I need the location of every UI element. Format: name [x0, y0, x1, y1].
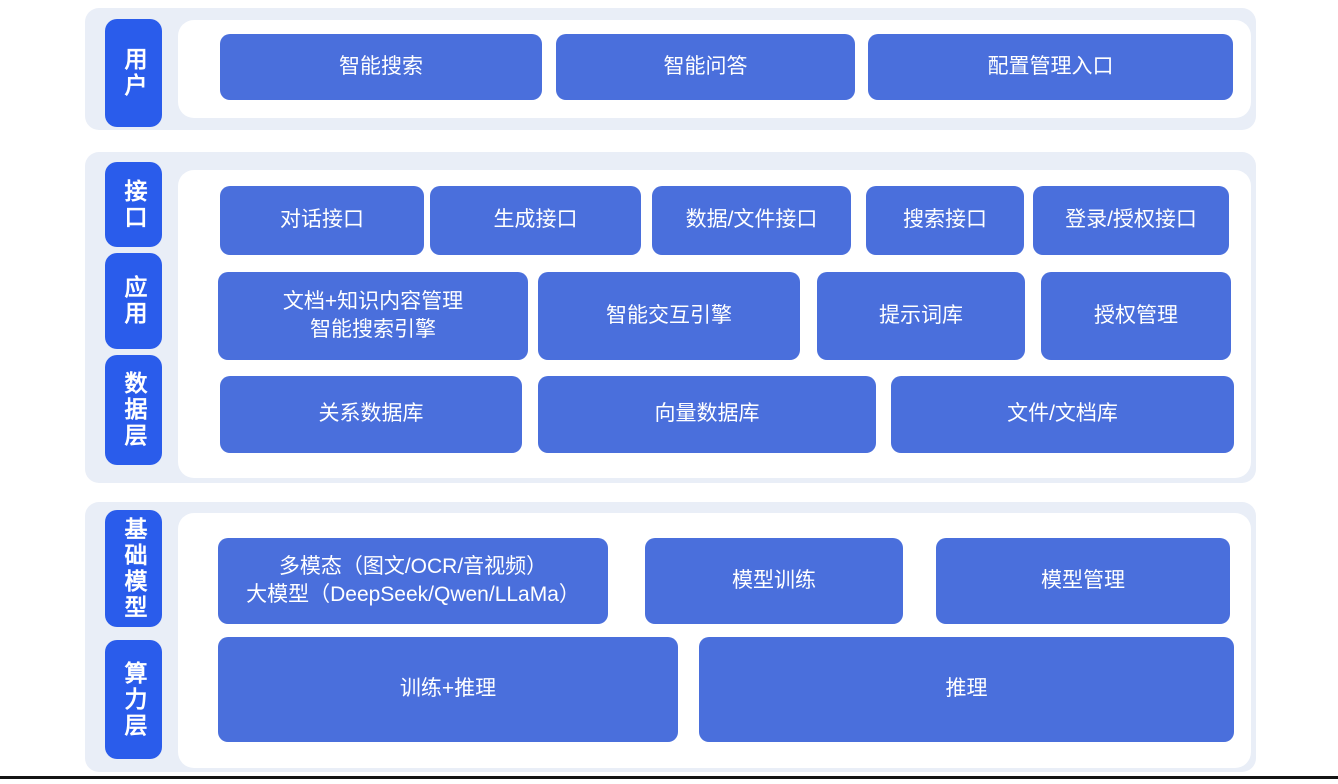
block-dialog-interface: 对话接口	[220, 186, 424, 255]
block-search-interface: 搜索接口	[866, 186, 1024, 255]
layer-label-application: 应用	[105, 253, 162, 349]
bottom-border-line	[0, 776, 1338, 779]
layer-label-compute-layer: 算力层	[105, 640, 162, 759]
block-doc-knowledge-search-engine: 文档+知识内容管理 智能搜索引擎	[218, 272, 528, 360]
layer-label-interface: 接口	[105, 162, 162, 247]
block-intelligent-interaction-engine: 智能交互引擎	[538, 272, 800, 360]
interface-app-data-panel: 对话接口 生成接口 数据/文件接口 搜索接口 登录/授权接口 文档+知识内容管理…	[178, 170, 1251, 478]
user-layer-panel: 智能搜索 智能问答 配置管理入口	[178, 20, 1251, 118]
block-auth-management: 授权管理	[1041, 272, 1231, 360]
block-login-auth-interface: 登录/授权接口	[1033, 186, 1229, 255]
user-layer-section: 用户 智能搜索 智能问答 配置管理入口	[85, 8, 1256, 130]
block-vector-database: 向量数据库	[538, 376, 876, 453]
block-model-training: 模型训练	[645, 538, 903, 624]
block-intelligent-qa: 智能问答	[556, 34, 855, 100]
block-intelligent-search: 智能搜索	[220, 34, 542, 100]
block-model-management: 模型管理	[936, 538, 1230, 624]
layer-label-data-layer: 数据层	[105, 355, 162, 465]
block-inference: 推理	[699, 637, 1234, 742]
interface-app-data-section: 接口 应用 数据层 对话接口 生成接口 数据/文件接口 搜索接口 登录/授权接口…	[85, 152, 1256, 483]
block-config-management-entry: 配置管理入口	[868, 34, 1233, 100]
foundation-compute-section: 基础模型 算力层 多模态（图文/OCR/音视频） 大模型（DeepSeek/Qw…	[85, 502, 1256, 772]
block-multimodal-large-model: 多模态（图文/OCR/音视频） 大模型（DeepSeek/Qwen/LLaMa）	[218, 538, 608, 624]
block-generation-interface: 生成接口	[430, 186, 641, 255]
block-training-plus-inference: 训练+推理	[218, 637, 678, 742]
block-relational-database: 关系数据库	[220, 376, 522, 453]
foundation-compute-panel: 多模态（图文/OCR/音视频） 大模型（DeepSeek/Qwen/LLaMa）…	[178, 513, 1251, 768]
block-prompt-library: 提示词库	[817, 272, 1025, 360]
layer-label-foundation-model: 基础模型	[105, 510, 162, 627]
block-file-document-store: 文件/文档库	[891, 376, 1234, 453]
layer-label-user: 用户	[105, 19, 162, 127]
block-data-file-interface: 数据/文件接口	[652, 186, 851, 255]
